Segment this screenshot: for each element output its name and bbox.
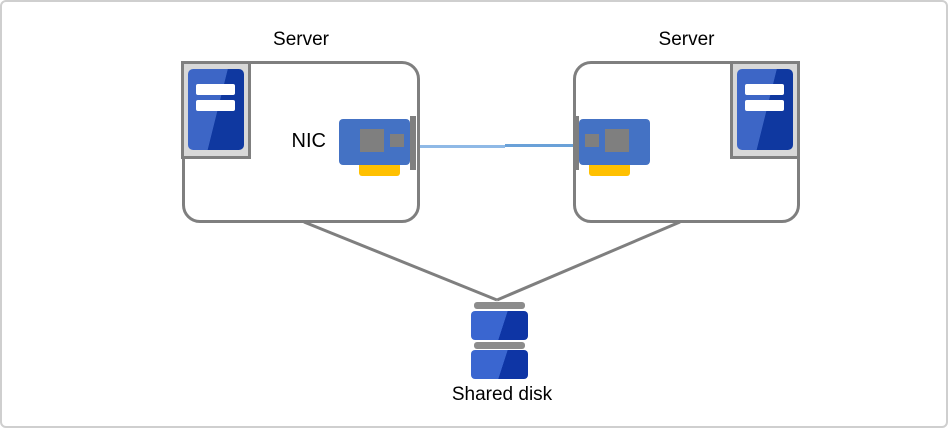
disk-platter: [471, 311, 528, 340]
edge-server-right-to-shared-disk: [496, 220, 681, 302]
disk-platter: [471, 350, 528, 379]
server-left-title: Server: [273, 29, 329, 50]
nic-chip-large: [605, 129, 629, 152]
shared-disk-icon: [471, 302, 528, 380]
server-tower-drive-bay: [196, 100, 235, 111]
nic-chip-small: [585, 134, 599, 147]
server-tower-drive-bay: [196, 84, 235, 95]
disk-cap: [474, 342, 525, 349]
nic-chip-large: [360, 129, 384, 152]
server-right-title: Server: [658, 29, 715, 50]
nic-card-icon: [339, 112, 419, 178]
nic-board: [579, 119, 650, 165]
server-tower-drive-bay: [745, 100, 784, 111]
server-tower-icon: [730, 61, 800, 159]
nic-edge-connector: [359, 165, 400, 176]
server-tower-body: [737, 69, 793, 150]
edge-server-left-to-shared-disk: [303, 220, 498, 302]
server-tower-icon: [181, 61, 251, 159]
nic-board: [339, 119, 410, 165]
disk-cap: [474, 302, 525, 309]
nic-chip-small: [390, 134, 404, 147]
server-tower-drive-bay: [745, 84, 784, 95]
server-tower-body: [188, 69, 244, 150]
nic-label: NIC: [291, 130, 326, 152]
shared-disk-label: Shared disk: [451, 384, 553, 405]
nic-bracket: [410, 116, 416, 170]
nic-card-icon: [570, 112, 650, 178]
nic-edge-connector: [589, 165, 630, 176]
